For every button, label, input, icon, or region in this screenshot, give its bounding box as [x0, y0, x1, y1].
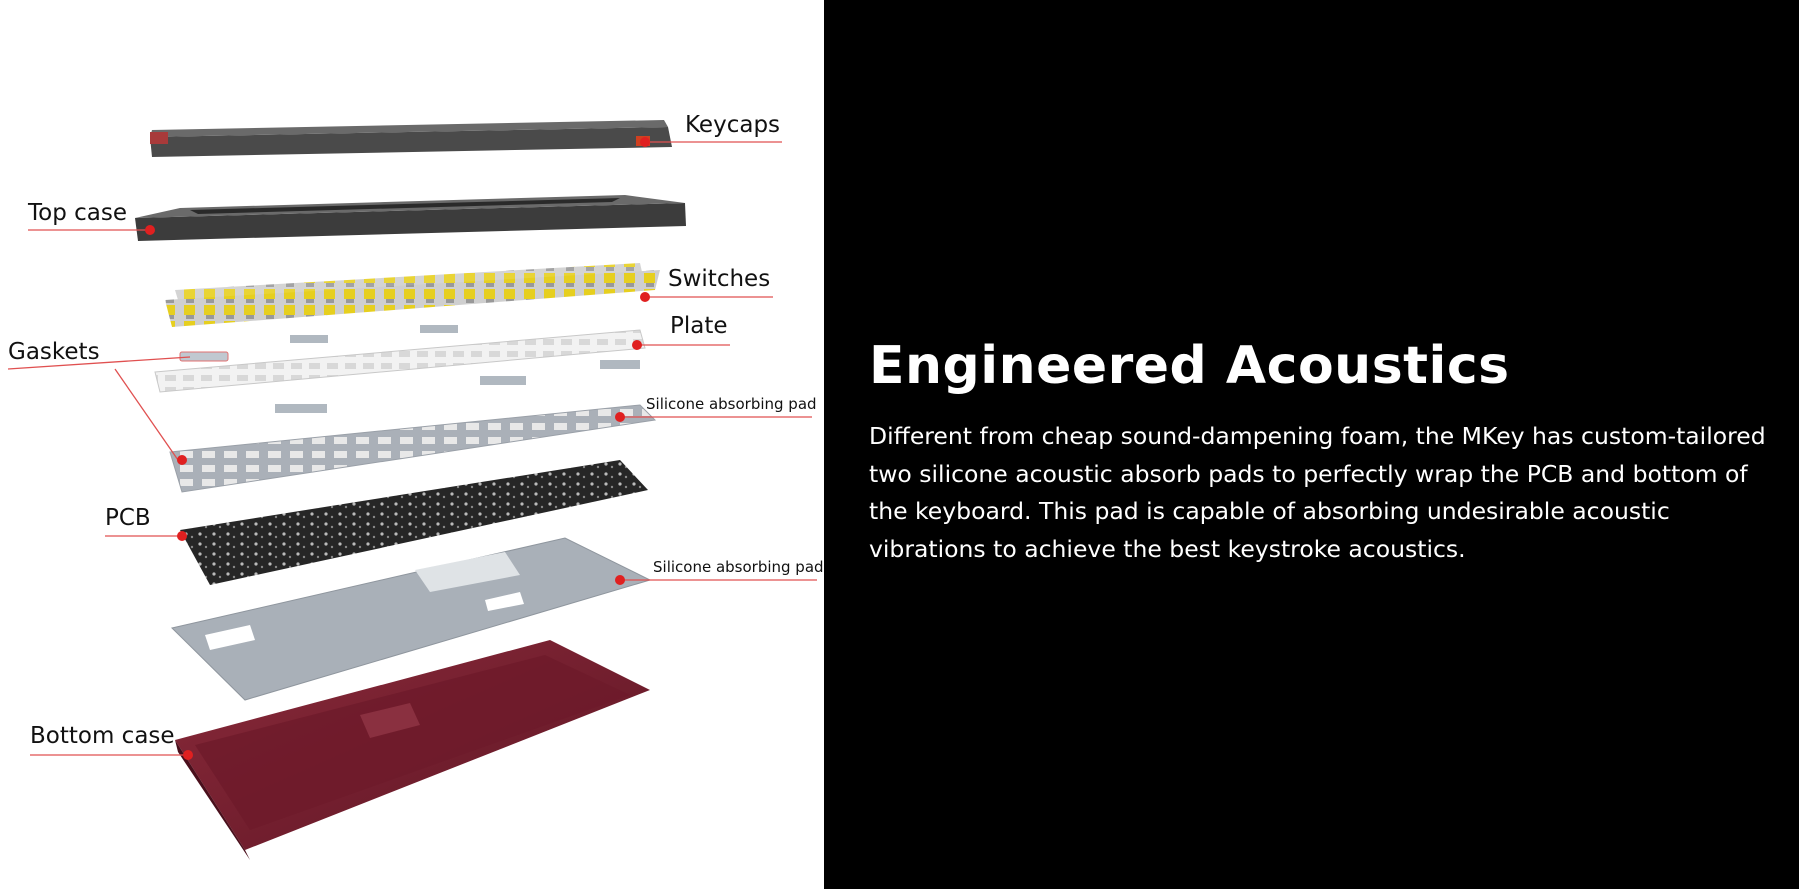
label-bottom-case: Bottom case	[30, 723, 175, 749]
plate-layer	[155, 330, 645, 413]
section-title: Engineered Acoustics	[869, 336, 1510, 396]
top-case-layer	[135, 195, 686, 241]
label-switches: Switches	[668, 266, 770, 292]
keycaps-layer	[150, 120, 672, 157]
label-gaskets: Gaskets	[8, 339, 100, 365]
label-plate: Plate	[670, 313, 728, 339]
label-pcb: PCB	[105, 505, 151, 531]
section-description: Different from cheap sound-dampening foa…	[869, 418, 1774, 568]
label-top-case: Top case	[28, 200, 127, 226]
content-panel: Engineered Acoustics Different from chea…	[824, 0, 1799, 889]
label-keycaps: Keycaps	[685, 112, 780, 138]
exploded-keyboard-diagram: Keycaps Top case Switches Plate Gaskets …	[0, 0, 824, 889]
label-silicone-pad-2: Silicone absorbing pad	[653, 558, 824, 576]
label-silicone-pad-1: Silicone absorbing pad	[646, 395, 817, 413]
switches-layer	[165, 263, 660, 343]
